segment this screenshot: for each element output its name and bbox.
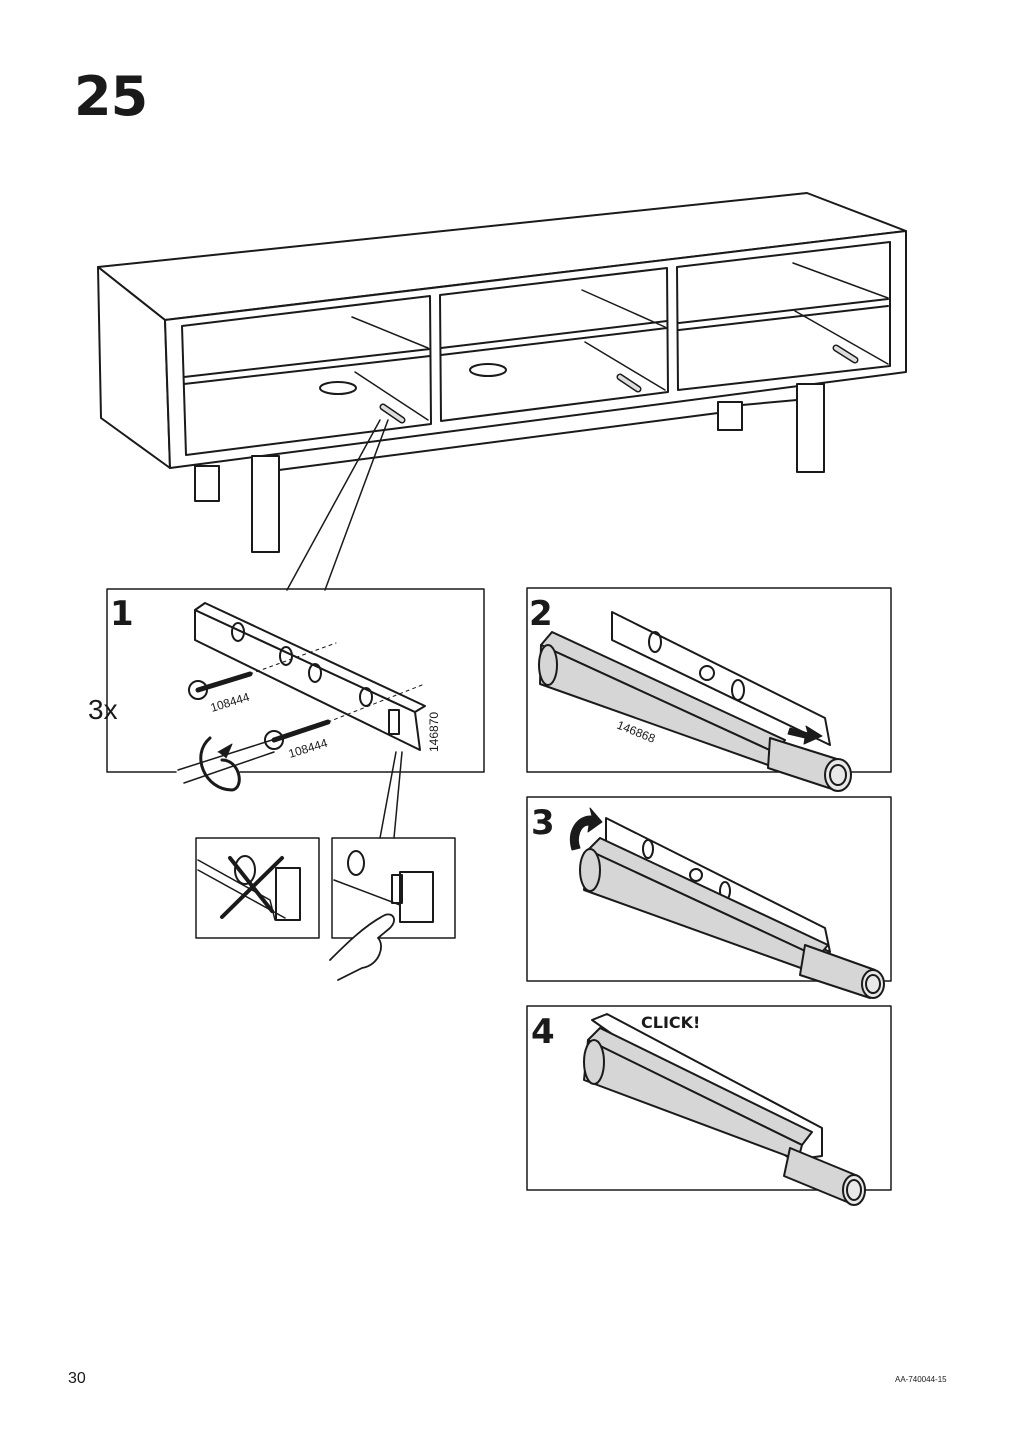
screw-part-number: 108444 bbox=[209, 690, 252, 715]
substep-number: 1 bbox=[110, 594, 134, 634]
document-code: AA-740044-15 bbox=[895, 1375, 947, 1384]
substep-number: 2 bbox=[529, 594, 553, 634]
correct-mount-detail bbox=[329, 837, 456, 981]
bracket-part-number: 146870 bbox=[427, 712, 441, 752]
substep-number: 3 bbox=[531, 803, 555, 843]
substep-2-panel bbox=[526, 587, 892, 792]
tv-bench-illustration bbox=[97, 192, 907, 591]
substep-4-panel bbox=[526, 1005, 892, 1206]
substep-1-panel bbox=[106, 588, 485, 839]
substep-number: 4 bbox=[531, 1012, 555, 1052]
step-number: 25 bbox=[74, 65, 148, 128]
substep-3-panel bbox=[526, 796, 892, 999]
click-label: CLICK! bbox=[641, 1013, 700, 1032]
wrong-mount-detail bbox=[195, 837, 320, 939]
screw-part-number: 108444 bbox=[287, 736, 330, 761]
quantity-label: 3x bbox=[88, 694, 118, 725]
page-number: 30 bbox=[68, 1370, 86, 1387]
